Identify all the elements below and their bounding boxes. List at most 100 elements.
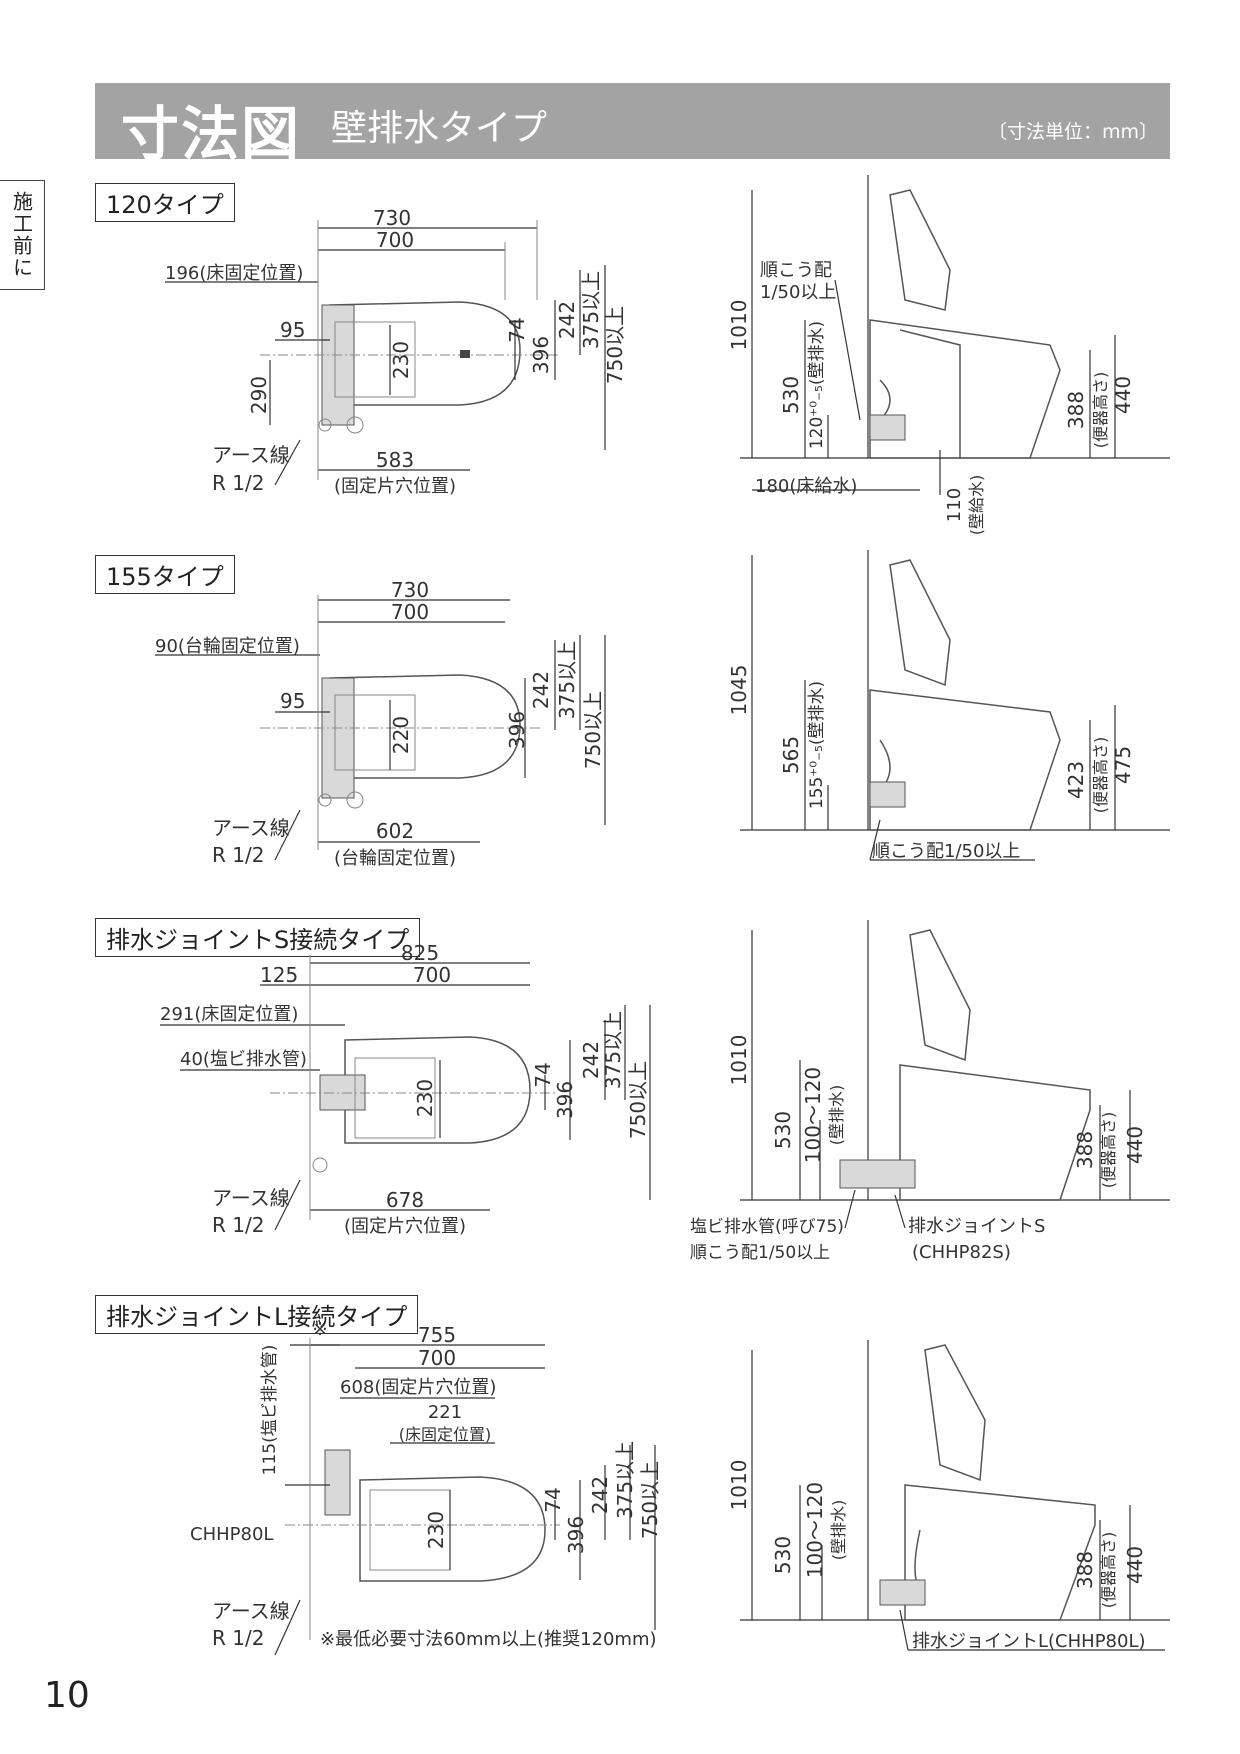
label-slope-155: 順こう配1/50以上 <box>872 841 1020 862</box>
dim-750-155: 750以上 <box>581 691 605 769</box>
dim-196-120: 196(床固定位置) <box>165 263 303 284</box>
dim-388-120: 388 <box>1064 391 1088 429</box>
dim-396-s: 396 <box>553 1081 577 1119</box>
dim-530-120: 530 <box>779 376 803 414</box>
dim-230-s: 230 <box>413 1079 437 1117</box>
top-view-joint-l <box>274 1338 656 1656</box>
dim-1045-155: 1045 <box>727 665 751 716</box>
dim-242-s: 242 <box>579 1041 603 1079</box>
label-joint-l: 排水ジョイントL(CHHP80L) <box>912 1631 1146 1652</box>
dim-423-155: 423 <box>1064 761 1088 799</box>
dim-242-l: 242 <box>588 1476 612 1514</box>
label-r12-120: R 1/2 <box>212 471 264 495</box>
dim-1010-120: 1010 <box>727 300 751 351</box>
dim-530-s: 530 <box>771 1111 795 1149</box>
dim-291-s: 291(床固定位置) <box>160 1004 298 1025</box>
top-view-joint-s <box>160 955 651 1231</box>
top-view-120 <box>165 220 606 486</box>
section-title-120: 120タイプ <box>95 183 235 222</box>
dim-530-l: 530 <box>771 1536 795 1574</box>
label-bowl-height-155: (便器高さ) <box>1091 737 1110 814</box>
label-earth-l: アース線 <box>212 1599 290 1623</box>
dim-220-155: 220 <box>389 716 413 754</box>
dim-440-s: 440 <box>1123 1126 1147 1164</box>
label-fix-s: (固定片穴位置) <box>344 1216 466 1237</box>
dim-608-l: 608(固定片穴位置) <box>340 1377 496 1398</box>
label-code-l: CHHP80L <box>190 1524 273 1545</box>
label-wall-supply-120: (壁給水) <box>967 475 986 536</box>
section-title-joint-s: 排水ジョイントS接続タイプ <box>95 918 421 957</box>
label-floor-fix-l: (床固定位置) <box>399 1425 492 1444</box>
dim-120-wall-drain: 120⁺⁰₋₅(壁排水) <box>807 321 827 449</box>
side-tab: 施工前に <box>0 180 45 290</box>
dim-396-120: 396 <box>529 336 553 374</box>
dim-730-155: 730 <box>391 578 429 602</box>
label-wall-drain-l: (壁排水) <box>829 1500 848 1561</box>
dim-74-120: 74 <box>505 317 529 342</box>
dim-40-s: 40(塩ビ排水管) <box>180 1049 307 1070</box>
label-wall-drain-s: (壁排水) <box>827 1085 846 1146</box>
dim-74-l: 74 <box>541 1487 565 1512</box>
side-view-joint-s <box>740 920 1170 1229</box>
dim-396-155: 396 <box>505 711 529 749</box>
dim-750-s: 750以上 <box>626 1061 650 1139</box>
label-r12-l: R 1/2 <box>212 1626 264 1650</box>
dim-700-120: 700 <box>376 228 414 252</box>
label-bowl-height-120: (便器高さ) <box>1091 372 1110 449</box>
dim-678-s: 678 <box>386 1188 424 1212</box>
dim-730-120: 730 <box>373 206 411 230</box>
label-earth-s: アース線 <box>212 1186 290 1210</box>
dim-825-s: 825 <box>401 941 439 965</box>
side-view-120 <box>740 175 1170 495</box>
dim-565-155: 565 <box>779 736 803 774</box>
dim-475-155: 475 <box>1111 746 1135 784</box>
label-r12-155: R 1/2 <box>212 843 264 867</box>
label-r12-s: R 1/2 <box>212 1213 264 1237</box>
dim-388-l: 388 <box>1073 1551 1097 1589</box>
dim-388-s: 388 <box>1073 1131 1097 1169</box>
note-l: ※最低必要寸法60mm以上(推奨120mm) <box>320 1629 657 1650</box>
dim-115-l: 115(塩ビ排水管) <box>260 1345 280 1476</box>
label-joint-code-s: (CHHP82S) <box>912 1242 1011 1263</box>
dim-583-120: 583 <box>376 448 414 472</box>
dim-375-120: 375以上 <box>579 271 603 349</box>
dim-100-120-l: 100～120 <box>803 1482 827 1578</box>
label-bowl-height-l: (便器高さ) <box>1099 1532 1118 1609</box>
dim-700-l: 700 <box>418 1346 456 1370</box>
label-joint-s: 排水ジョイントS <box>908 1216 1045 1237</box>
dim-1010-s: 1010 <box>727 1035 751 1086</box>
dim-242-155: 242 <box>529 671 553 709</box>
label-fix-120: (固定片穴位置) <box>334 476 456 497</box>
label-bowl-height-s: (便器高さ) <box>1099 1112 1118 1189</box>
dim-755-l: 755 <box>418 1323 456 1347</box>
side-view-joint-l <box>740 1340 1170 1651</box>
dim-750-120: 750以上 <box>603 306 627 384</box>
page-header: 寸法図 壁排水タイプ 〔寸法単位：mm〕 <box>95 83 1170 168</box>
label-floor-supply-120: 180(床給水) <box>755 476 857 497</box>
dim-74-s: 74 <box>531 1062 555 1087</box>
dim-1010-l: 1010 <box>727 1460 751 1511</box>
dim-155-wall-drain: 155⁺⁰₋₅(壁排水) <box>807 681 827 809</box>
dim-125-s: 125 <box>260 963 298 987</box>
dim-602-155: 602 <box>376 819 414 843</box>
page-title: 寸法図 <box>121 100 302 168</box>
label-earth-155: アース線 <box>212 816 290 840</box>
label-pvc-pipe-s: 塩ビ排水管(呼び75) <box>690 1217 844 1237</box>
label-slope-s: 順こう配1/50以上 <box>690 1243 830 1263</box>
side-view-155 <box>740 550 1170 861</box>
dim-100-120-s: 100～120 <box>801 1067 825 1163</box>
dim-750-l: 750以上 <box>638 1461 662 1539</box>
dim-700-s: 700 <box>413 963 451 987</box>
dim-110-120: 110 <box>944 488 965 522</box>
dim-242-120: 242 <box>555 301 579 339</box>
dim-440-120: 440 <box>1111 376 1135 414</box>
note-mark-l: ※ <box>312 1319 327 1340</box>
dim-440-l: 440 <box>1123 1546 1147 1584</box>
section-title-155: 155タイプ <box>95 555 235 594</box>
dim-90-155: 90(台輪固定位置) <box>155 636 300 657</box>
page-number: 10 <box>44 1675 90 1716</box>
label-earth-120: アース線 <box>212 443 290 467</box>
top-view-155 <box>155 595 606 861</box>
label-fix-155: (台輪固定位置) <box>334 848 456 869</box>
